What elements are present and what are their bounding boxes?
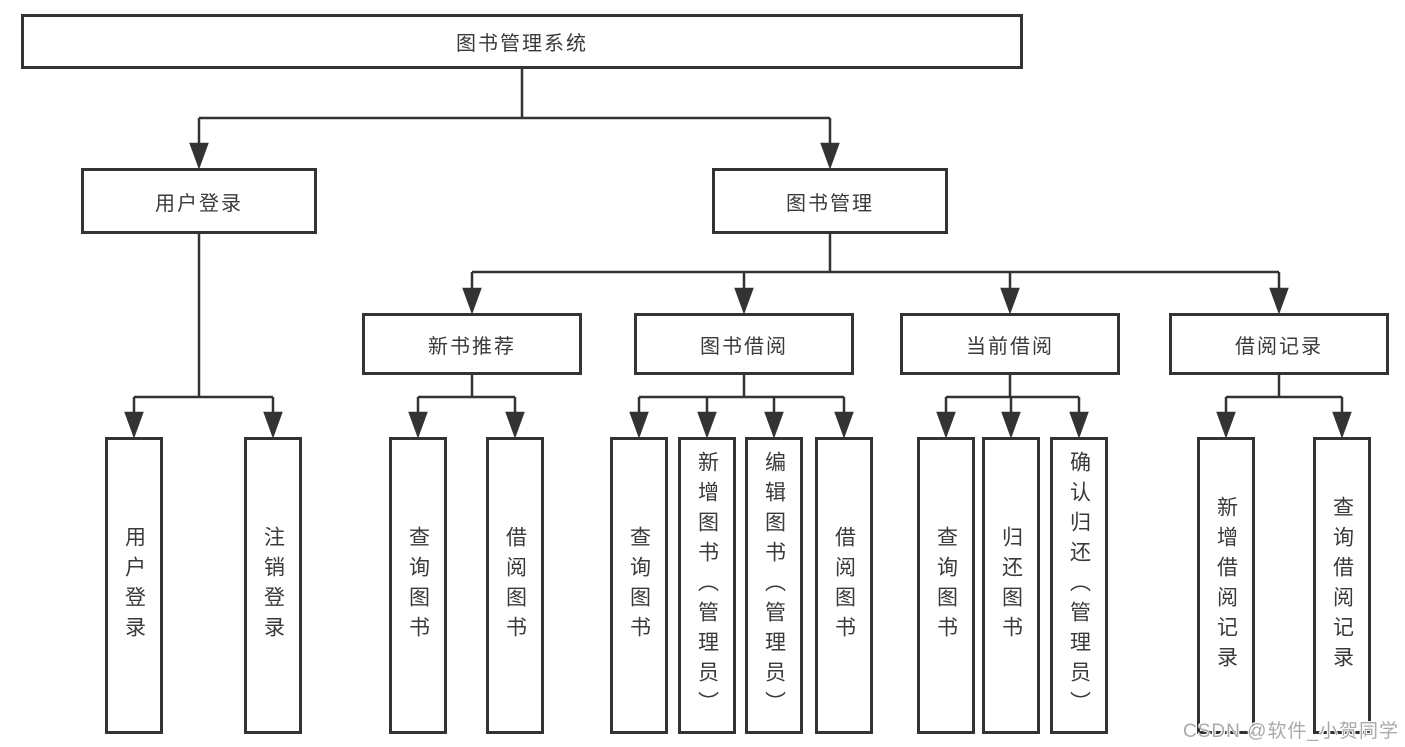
node-library-system-label: 图书管理系统 — [456, 33, 588, 55]
arrowhead — [697, 411, 717, 439]
leaf-borrow-books-borrow: 借阅图书 — [815, 437, 873, 734]
leaf-confirm-return-admin-label: 确认归还（管理员） — [1067, 450, 1091, 721]
leaf-logout: 注销登录 — [244, 437, 302, 734]
leaf-user-login-label: 用户登录 — [122, 525, 146, 646]
arrowhead — [408, 411, 428, 439]
leaf-query-books-borrow-label: 查询图书 — [627, 525, 651, 646]
node-user-login-label: 用户登录 — [155, 192, 243, 215]
leaf-edit-book-admin: 编辑图书（管理员） — [745, 437, 803, 734]
leaf-logout-label: 注销登录 — [261, 525, 285, 646]
leaf-add-book-admin: 新增图书（管理员） — [678, 437, 736, 734]
leaf-query-borrow-record-label: 查询借阅记录 — [1330, 495, 1354, 676]
leaf-borrow-books-recommend: 借阅图书 — [486, 437, 544, 734]
node-current-borrow-label: 当前借阅 — [966, 335, 1054, 358]
connector-records-to-leaves — [1216, 375, 1352, 439]
arrowhead — [1001, 411, 1021, 439]
leaf-user-login: 用户登录 — [105, 437, 163, 734]
leaf-add-book-admin-label: 新增图书（管理员） — [695, 450, 719, 721]
node-borrow-records-label: 借阅记录 — [1235, 335, 1323, 358]
leaf-query-books-current: 查询图书 — [917, 437, 975, 734]
leaf-add-borrow-record: 新增借阅记录 — [1197, 437, 1255, 734]
arrowhead — [505, 411, 525, 439]
csdn-watermark: CSDN @软件_小贺同学 — [1183, 721, 1399, 742]
node-book-management-label: 图书管理 — [786, 192, 874, 215]
leaf-query-books-borrow: 查询图书 — [610, 437, 668, 734]
arrowhead — [1000, 287, 1020, 315]
connector-root-to-level2 — [189, 69, 840, 170]
arrowhead — [734, 287, 754, 315]
leaf-return-book: 归还图书 — [982, 437, 1040, 734]
arrowhead — [820, 142, 840, 170]
node-book-borrow: 图书借阅 — [634, 313, 854, 375]
node-book-management: 图书管理 — [712, 168, 948, 234]
leaf-add-borrow-record-label: 新增借阅记录 — [1214, 495, 1238, 676]
leaf-borrow-books-borrow-label: 借阅图书 — [832, 525, 856, 646]
leaf-edit-book-admin-label: 编辑图书（管理员） — [762, 450, 786, 721]
arrowhead — [189, 142, 209, 170]
node-user-login: 用户登录 — [81, 168, 317, 234]
arrowhead — [1332, 411, 1352, 439]
arrowhead — [936, 411, 956, 439]
leaf-confirm-return-admin: 确认归还（管理员） — [1050, 437, 1108, 734]
arrowhead — [1069, 411, 1089, 439]
leaf-borrow-books-recommend-label: 借阅图书 — [503, 525, 527, 646]
arrowhead — [1269, 287, 1289, 315]
arrowhead — [764, 411, 784, 439]
leaf-query-books-current-label: 查询图书 — [934, 525, 958, 646]
connector-current-to-leaves — [936, 375, 1089, 439]
arrowhead — [629, 411, 649, 439]
arrowhead — [124, 411, 144, 439]
leaf-query-books-recommend: 查询图书 — [389, 437, 447, 734]
node-library-system: 图书管理系统 — [21, 14, 1023, 69]
connector-borrow-to-leaves — [629, 375, 854, 439]
node-new-book-recommend-label: 新书推荐 — [428, 335, 516, 358]
node-new-book-recommend: 新书推荐 — [362, 313, 582, 375]
connector-recommend-to-leaves — [408, 375, 525, 439]
arrowhead — [834, 411, 854, 439]
leaf-return-book-label: 归还图书 — [999, 525, 1023, 646]
arrowhead — [462, 287, 482, 315]
node-borrow-records: 借阅记录 — [1169, 313, 1389, 375]
arrowhead — [1216, 411, 1236, 439]
leaf-query-borrow-record: 查询借阅记录 — [1313, 437, 1371, 734]
arrowhead — [263, 411, 283, 439]
node-current-borrow: 当前借阅 — [900, 313, 1120, 375]
leaf-query-books-recommend-label: 查询图书 — [406, 525, 430, 646]
connector-bookmgmt-to-level3 — [462, 234, 1289, 315]
connector-userlogin-to-leaves — [124, 234, 283, 439]
node-book-borrow-label: 图书借阅 — [700, 335, 788, 358]
